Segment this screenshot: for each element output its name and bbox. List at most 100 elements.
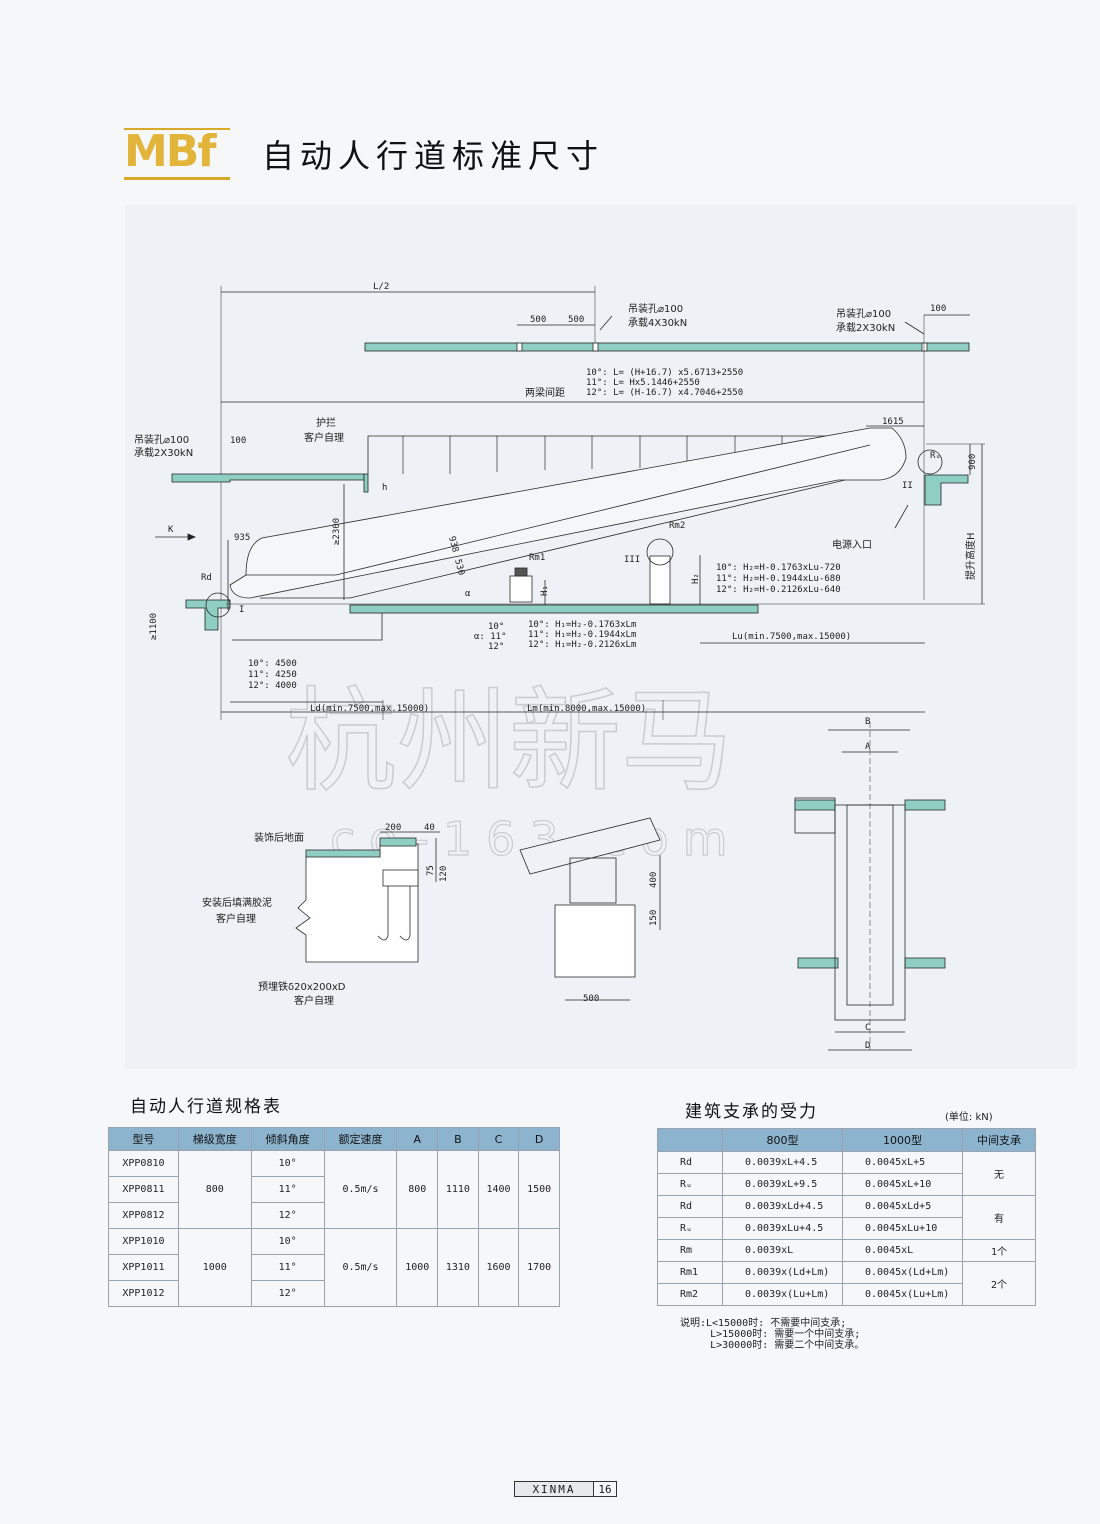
table-cell: 1110 — [437, 1150, 479, 1229]
label-rd: Rd — [201, 573, 212, 583]
table-cell: 0.0039xL — [722, 1239, 843, 1262]
dim-900: 900 — [968, 454, 978, 470]
table-cell: 1000 — [396, 1228, 439, 1307]
d1-120: 120 — [439, 866, 449, 882]
label-alpha: α — [465, 589, 471, 599]
technical-drawing: 杭州新马 co-163.com — [125, 205, 1077, 1069]
label-load-3: 承载2X30kN — [134, 447, 193, 459]
load-header-800: 800型 — [722, 1128, 843, 1152]
table-cell: 0.0045xL+10 — [842, 1173, 963, 1196]
dim-500-a: 500 — [530, 315, 546, 325]
spec-table-title: 自动人行道规格表 — [130, 1097, 282, 1117]
dim-500-b: 500 — [568, 315, 584, 325]
dim-2300: ≥2300 — [332, 518, 342, 545]
table-cell: 2个 — [962, 1261, 1036, 1306]
label-h: h — [382, 483, 387, 493]
label-beam-spacing: 两梁间距 — [525, 386, 565, 399]
dim-530: 530 — [452, 558, 466, 576]
dim-100-left: 100 — [230, 436, 246, 446]
label-ii: II — [902, 481, 913, 491]
alpha-10: 10° — [488, 622, 504, 632]
spec-header-b: B — [437, 1127, 479, 1151]
spec-header-a: A — [396, 1127, 439, 1151]
formula-h1-12: 12°: H₁=H₂-0.2126xLm — [528, 640, 636, 650]
table-cell: 800 — [177, 1150, 252, 1229]
spec-table: 型号 梯级宽度 倾斜角度 额定速度 A B C D XPP0810 800 10… — [108, 1127, 560, 1307]
dim-l-half: L/2 — [373, 282, 389, 292]
table-cell: Rd — [657, 1195, 723, 1218]
d1-200: 200 — [385, 823, 401, 833]
spec-header-angle: 倾斜角度 — [250, 1127, 325, 1151]
formula-l-10: 10°: L= (H+16.7) x5.6713+2550 — [586, 368, 743, 378]
dim-100-top: 100 — [930, 304, 946, 314]
label-lift-height: 提升高度H — [964, 532, 977, 580]
label-rm1: Rm1 — [529, 553, 545, 563]
label-lift-hole-3: 吊装孔⌀100 — [134, 433, 189, 446]
formula-h2-10: 10°: H₂=H-0.1763xLu-720 — [716, 563, 841, 573]
formula-l-12: 12°: L= (H-16.7) x4.7046+2550 — [586, 388, 743, 398]
spec-header-speed: 额定速度 — [323, 1127, 398, 1151]
dim-1100: ≥1100 — [149, 613, 159, 640]
d2-500: 500 — [583, 994, 599, 1004]
label-i: I — [239, 605, 244, 615]
footer-brand: XINMA — [514, 1481, 594, 1497]
table-cell: 1310 — [437, 1228, 479, 1307]
table-cell: XPP1011 — [108, 1254, 179, 1281]
table-cell: 1500 — [518, 1150, 560, 1229]
table-cell: XPP0810 — [108, 1150, 179, 1177]
spec-header-width: 梯级宽度 — [177, 1127, 252, 1151]
table-cell: 1400 — [477, 1150, 520, 1229]
sec-d: D — [865, 1041, 870, 1051]
table-cell: 有 — [962, 1195, 1036, 1240]
table-cell: 10° — [250, 1150, 325, 1177]
table-cell: 0.0039xL+9.5 — [722, 1173, 843, 1196]
load-header-mid: 中间支承 — [962, 1128, 1036, 1152]
label-lift-hole-2: 吊装孔⌀100 — [836, 307, 891, 320]
load-note: 说明:L<15000时: 不需要中间支承; L>15000时: 需要一个中间支承… — [680, 1318, 865, 1351]
lower-10: 10°: 4500 — [248, 659, 297, 669]
label-ru: Rᵤ — [930, 451, 941, 461]
alpha-11: α: 11° — [474, 632, 507, 642]
d1-finish-floor: 装饰后地面 — [254, 831, 304, 844]
table-cell: XPP0811 — [108, 1176, 179, 1203]
label-load-1: 承载4X30kN — [628, 317, 687, 329]
spec-header-model: 型号 — [108, 1127, 179, 1151]
table-cell: 0.0045xLd+5 — [842, 1195, 963, 1218]
table-cell: Rm1 — [657, 1261, 723, 1284]
table-cell: 11° — [250, 1176, 325, 1203]
table-cell: 0.5m/s — [323, 1150, 398, 1229]
load-header-blank — [657, 1128, 723, 1152]
table-cell: 12° — [250, 1202, 325, 1229]
brand-logo-text: MBf — [124, 126, 216, 177]
table-cell: XPP0812 — [108, 1202, 179, 1229]
load-header-1000: 1000型 — [842, 1128, 963, 1152]
d1-fill: 安装后填满胶泥 — [202, 896, 272, 909]
table-cell: 1000 — [177, 1228, 252, 1307]
d1-client-1: 客户自理 — [216, 912, 256, 925]
d1-client-2: 客户自理 — [294, 994, 334, 1007]
label-k: K — [168, 525, 174, 535]
table-cell: 0.0045x(Lu+Lm) — [842, 1283, 963, 1306]
label-load-2: 承载2X30kN — [836, 322, 895, 334]
d1-embedded: 预埋铁δ20x200xD — [258, 980, 346, 993]
lower-12: 12°: 4000 — [248, 681, 297, 691]
table-cell: 0.0039x(Ld+Lm) — [722, 1261, 843, 1284]
brand-logo: MBf — [124, 128, 230, 180]
dim-lm: Lm(min.8000,max.15000) — [527, 704, 646, 714]
table-cell: XPP1012 — [108, 1280, 179, 1307]
lower-11: 11°: 4250 — [248, 670, 297, 680]
table-cell: Rd — [657, 1151, 723, 1174]
d2-150: 150 — [649, 910, 659, 926]
dim-1615: 1615 — [882, 417, 904, 427]
table-cell: 0.0039xLu+4.5 — [722, 1217, 843, 1240]
table-cell: 0.0045xL — [842, 1239, 963, 1262]
formula-l-11: 11°: L= Hx5.1446+2550 — [586, 378, 700, 388]
page-number: 16 — [594, 1481, 617, 1497]
table-cell: 10° — [250, 1228, 325, 1255]
dim-938: 938 — [446, 535, 460, 553]
table-cell: 0.0045xLu+10 — [842, 1217, 963, 1240]
table-cell: 无 — [962, 1151, 1036, 1196]
table-cell: 12° — [250, 1280, 325, 1307]
table-cell: 1600 — [477, 1228, 520, 1307]
